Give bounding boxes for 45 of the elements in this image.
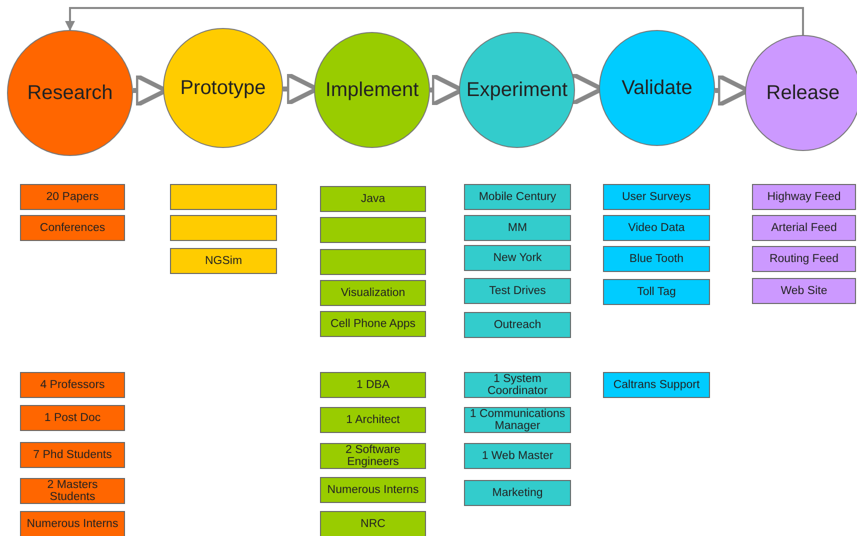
- stage-circle: Implement: [314, 32, 430, 148]
- stage-circle: Experiment: [459, 32, 575, 148]
- item-box: Video Data: [603, 215, 710, 241]
- item-box: Web Site: [752, 278, 856, 304]
- stage-circle: Research: [7, 30, 133, 156]
- item-box: Cell Phone Apps: [320, 311, 426, 337]
- item-box: Highway Feed: [752, 184, 856, 210]
- item-box: Visualization: [320, 280, 426, 306]
- item-box: MM: [464, 215, 571, 241]
- item-box: 1 Architect: [320, 407, 426, 433]
- empty-box: [320, 217, 426, 243]
- item-box: 1 Post Doc: [20, 405, 125, 431]
- item-box: Toll Tag: [603, 279, 710, 305]
- stage-circle: Release: [745, 35, 857, 151]
- item-box: Numerous Interns: [320, 477, 426, 503]
- item-box: 7 Phd Students: [20, 442, 125, 468]
- item-box: New York: [464, 245, 571, 271]
- item-box: 1 System Coordinator: [464, 372, 571, 398]
- item-box: Marketing: [464, 480, 571, 506]
- item-box: Routing Feed: [752, 246, 856, 272]
- item-box: Java: [320, 186, 426, 212]
- item-box: Numerous Interns: [20, 511, 125, 536]
- item-box: NRC: [320, 511, 426, 536]
- item-box: Conferences: [20, 215, 125, 241]
- empty-box: [170, 184, 277, 210]
- item-box: 20 Papers: [20, 184, 125, 210]
- stage-circle: Validate: [599, 30, 715, 146]
- item-box: Caltrans Support: [603, 372, 710, 398]
- item-box: Outreach: [464, 312, 571, 338]
- item-box: 2 Software Engineers: [320, 443, 426, 469]
- item-box: 1 DBA: [320, 372, 426, 398]
- empty-box: [320, 249, 426, 275]
- item-box: Blue Tooth: [603, 246, 710, 272]
- item-box: 2 Masters Students: [20, 478, 125, 504]
- item-box: 1 Web Master: [464, 443, 571, 469]
- item-box: Arterial Feed: [752, 215, 856, 241]
- item-box: 4 Professors: [20, 372, 125, 398]
- item-box: Test Drives: [464, 278, 571, 304]
- item-box: 1 Communications Manager: [464, 407, 571, 433]
- item-box: User Surveys: [603, 184, 710, 210]
- stage-circle: Prototype: [163, 28, 283, 148]
- item-box: Mobile Century: [464, 184, 571, 210]
- arrow: [65, 7, 804, 35]
- item-box: NGSim: [170, 248, 277, 274]
- empty-box: [170, 215, 277, 241]
